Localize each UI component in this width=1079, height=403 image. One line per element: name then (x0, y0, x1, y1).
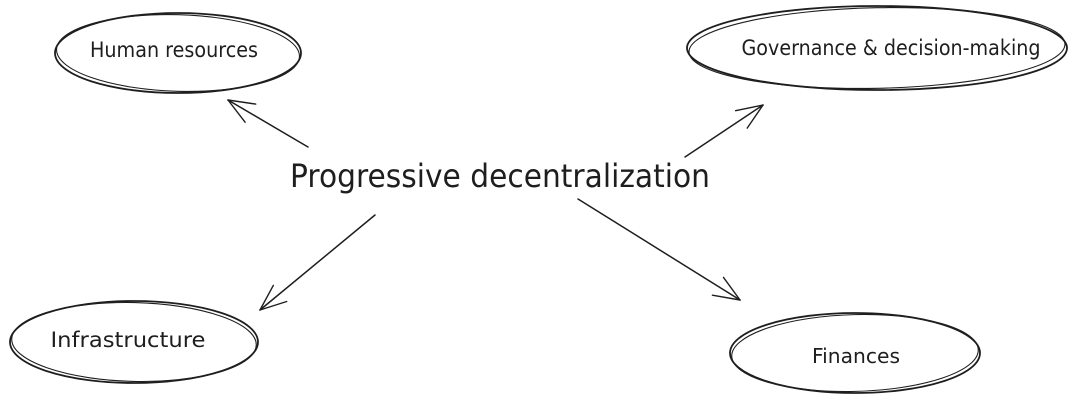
edge-to-human-resources (227, 99, 309, 148)
edge-to-infrastructure (259, 214, 376, 311)
edge-to-governance-arrowhead-wing2 (746, 104, 764, 129)
node-infrastructure-label: Infrastructure (51, 328, 206, 352)
edge-to-human-resources-arrowhead-wing1 (227, 99, 257, 105)
edge-to-governance (684, 104, 764, 158)
node-infrastructure: Infrastructure (9, 300, 259, 384)
node-finances-label: Finances (812, 344, 900, 368)
edge-to-finances-arrowhead-wing2 (711, 294, 741, 301)
node-human-resources-label: Human resources (90, 38, 258, 62)
edge-to-human-resources-arrowhead-wing2 (227, 99, 246, 123)
edge-to-infrastructure-arrowhead-wing2 (259, 284, 274, 311)
edge-to-human-resources-shaft (227, 99, 309, 148)
edge-to-governance-shaft (684, 104, 764, 158)
edge-to-finances (577, 198, 741, 301)
node-governance-label: Governance & decision-making (742, 36, 1041, 60)
edge-to-infrastructure-shaft (259, 214, 376, 311)
node-governance-ellipse-overdraw (688, 6, 1066, 90)
node-human-resources: Human resources (54, 12, 302, 94)
node-infrastructure-ellipse (9, 300, 259, 384)
edge-to-governance-arrowhead-wing1 (734, 104, 764, 112)
node-finances-ellipse (729, 312, 981, 394)
node-governance-decision-making: Governance & decision-making (686, 5, 1068, 91)
node-human-resources-ellipse-overdraw (55, 13, 301, 93)
edge-to-infrastructure-arrowhead-wing1 (259, 300, 288, 311)
node-governance-ellipse (686, 5, 1068, 91)
node-finances-ellipse-overdraw (731, 313, 979, 393)
node-finances: Finances (729, 312, 981, 394)
node-human-resources-ellipse (54, 12, 302, 94)
diagram-title: Progressive decentralization (290, 157, 710, 195)
edge-to-finances-shaft (577, 198, 741, 301)
node-infrastructure-ellipse-overdraw (11, 301, 257, 383)
edge-to-finances-arrowhead-wing1 (722, 276, 741, 301)
